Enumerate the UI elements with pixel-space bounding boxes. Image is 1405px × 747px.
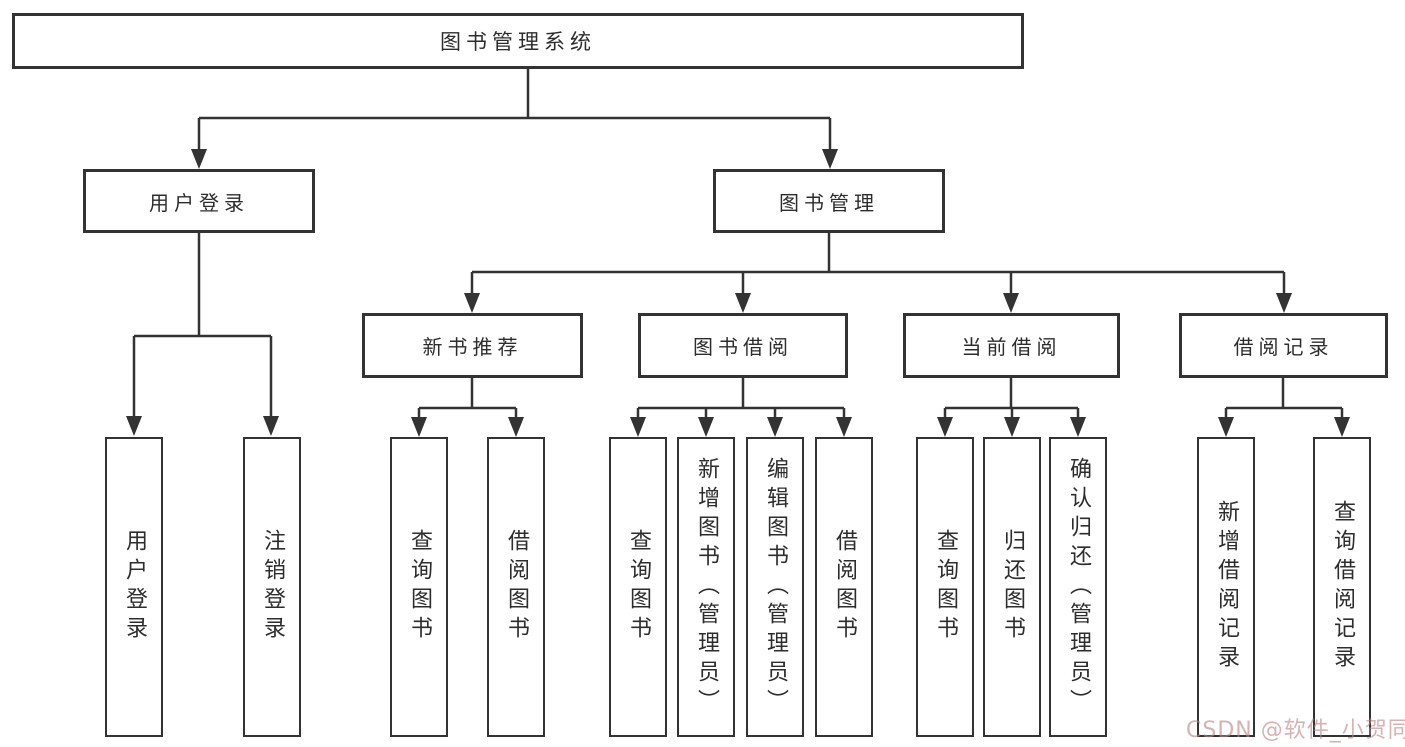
leaf-query-books-recommend: 查询图书 [390, 437, 448, 737]
edge-new-book-recommend [417, 378, 518, 419]
leaf-user-login: 用户登录 [105, 437, 163, 737]
edge-user-login [132, 233, 273, 418]
edge-book-borrowing [636, 378, 846, 419]
leaf-query-borrow-record: 查询借阅记录 [1313, 437, 1371, 737]
leaf-logout: 注销登录 [243, 437, 301, 737]
node-current-borrowing: 当前借阅 [903, 313, 1120, 378]
leaf-add-books-admin: 新增图书（管理员） [677, 437, 735, 737]
leaf-add-borrow-record: 新增借阅记录 [1197, 437, 1255, 737]
node-book-management: 图书管理 [713, 169, 945, 233]
edge-root [197, 69, 832, 151]
node-borrowing-records: 借阅记录 [1179, 313, 1388, 378]
edge-borrowing-records [1224, 378, 1344, 419]
leaf-return-books: 归还图书 [983, 437, 1041, 737]
leaf-borrow-books: 借阅图书 [815, 437, 873, 737]
node-book-borrowing: 图书借阅 [638, 313, 848, 378]
node-user-login: 用户登录 [83, 169, 315, 233]
edge-book-management [470, 233, 1286, 295]
edge-current-borrowing [943, 378, 1080, 419]
leaf-confirm-return-admin: 确认归还（管理员） [1049, 437, 1107, 737]
leaf-edit-books-admin: 编辑图书（管理员） [746, 437, 804, 737]
leaf-query-books-borrowing: 查询图书 [609, 437, 667, 737]
node-library-management-system: 图书管理系统 [12, 13, 1024, 69]
node-new-book-recommend: 新书推荐 [362, 313, 583, 378]
leaf-borrow-books-recommend: 借阅图书 [487, 437, 545, 737]
leaf-query-books-current: 查询图书 [916, 437, 974, 737]
